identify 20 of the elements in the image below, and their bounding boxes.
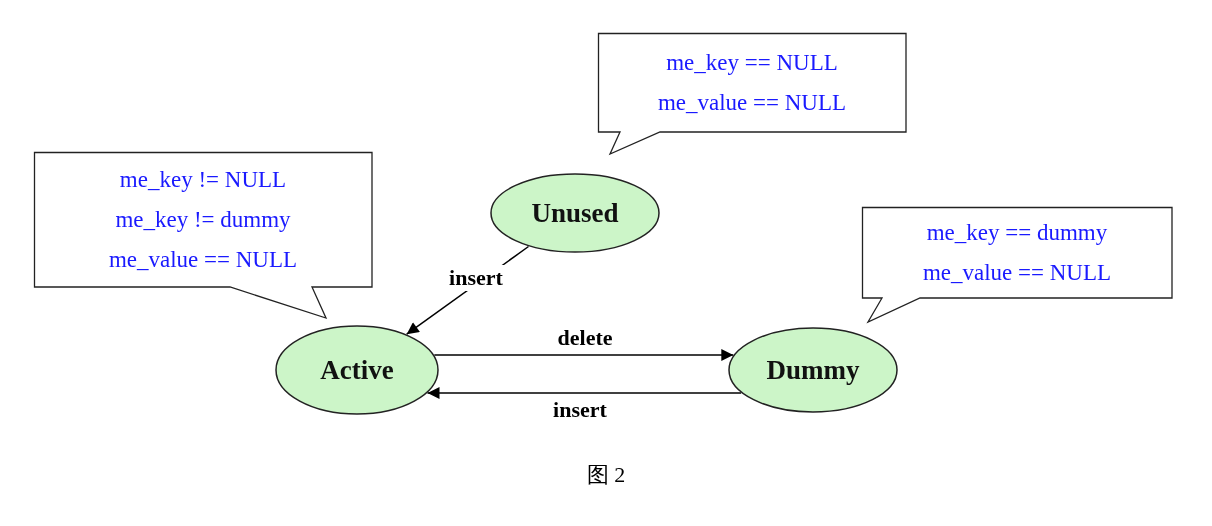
condition-text: me_key == dummy xyxy=(926,218,1108,247)
transition-arrow xyxy=(426,387,742,399)
figure-caption: 图 2 xyxy=(586,461,626,489)
condition-text: me_value == NULL xyxy=(922,258,1112,287)
state-name: Active xyxy=(319,353,395,387)
condition-text: me_key != NULL xyxy=(119,165,287,194)
condition-text: me_key == NULL xyxy=(666,48,838,77)
speech-callout xyxy=(34,152,374,320)
state-ellipse xyxy=(490,173,660,253)
speech-callout xyxy=(598,33,908,157)
condition-text: me_value == NULL xyxy=(108,245,298,274)
condition-text: me_value == NULL xyxy=(657,88,847,117)
state-name: Unused xyxy=(530,196,620,230)
transition-arrow xyxy=(433,349,735,361)
speech-callout xyxy=(862,207,1174,324)
state-name: Dummy xyxy=(765,353,861,387)
condition-text: me_key != dummy xyxy=(115,205,291,234)
edge-label: insert xyxy=(447,265,505,291)
state-ellipse xyxy=(728,327,898,413)
state-ellipse xyxy=(275,325,439,415)
